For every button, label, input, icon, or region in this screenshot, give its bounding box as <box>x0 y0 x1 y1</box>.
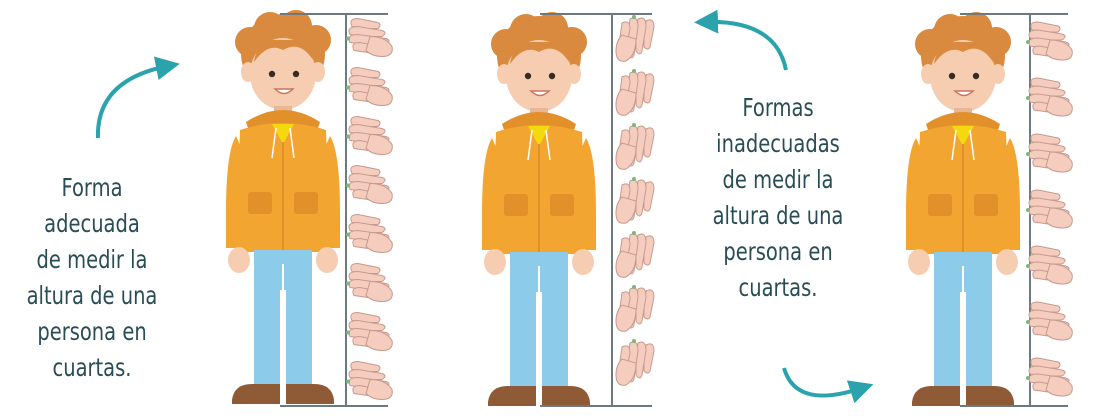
hand-span-icon <box>345 165 393 204</box>
hand-span-icon <box>1025 189 1073 229</box>
hand-span-icon <box>345 263 393 302</box>
caption-line: Forma <box>61 173 123 202</box>
hand-span-icon <box>1025 357 1073 397</box>
boy-figure-icon <box>225 9 341 405</box>
curved-arrow-icon <box>694 9 788 71</box>
hand-span-icon <box>345 116 393 155</box>
hand-span-icon <box>345 361 393 400</box>
correct-method-caption: Forma adecuada de medir la altura de una… <box>14 170 170 386</box>
hand-span-icon <box>615 176 655 224</box>
hand-span-icon <box>615 14 655 62</box>
boy-figure-icon <box>481 11 597 407</box>
measuring-ruler <box>280 13 388 407</box>
hand-span-icon <box>615 284 655 332</box>
caption-line: de medir la <box>722 165 834 194</box>
hand-span-icon <box>1025 245 1073 285</box>
incorrect-measurement-panel-middle <box>481 11 655 407</box>
hand-span-icon <box>1025 77 1073 117</box>
hand-span-icon <box>615 230 655 278</box>
hand-span-icon <box>1025 21 1073 61</box>
caption-line: altura de una <box>712 201 844 230</box>
hand-span-icon <box>345 214 393 253</box>
incorrect-measurement-panel-right <box>905 11 1073 407</box>
curved-arrow-icon <box>95 56 180 139</box>
caption-line: altura de una <box>26 281 158 310</box>
caption-line: cuartas. <box>52 353 132 382</box>
caption-line: adecuada <box>44 209 140 238</box>
hand-span-icon <box>615 122 655 170</box>
hand-span-column <box>345 18 393 400</box>
hand-span-icon <box>1025 133 1073 173</box>
boy-figure-icon <box>905 11 1021 407</box>
hand-span-icon <box>345 67 393 106</box>
curved-arrow-icon <box>782 367 874 404</box>
caption-line: persona en <box>723 237 833 266</box>
hand-span-icon <box>345 312 393 351</box>
hand-span-icon <box>1025 301 1073 341</box>
incorrect-method-caption: Formas inadecuadas de medir la altura de… <box>700 90 856 306</box>
measuring-ruler <box>540 13 652 407</box>
caption-line: Formas <box>742 93 814 122</box>
caption-line: de medir la <box>36 245 148 274</box>
caption-line: persona en <box>37 317 147 346</box>
caption-line: inadecuadas <box>716 129 840 158</box>
correct-measurement-panel <box>225 9 393 407</box>
hand-span-column <box>1025 21 1073 397</box>
hand-span-column <box>615 14 655 386</box>
hand-span-icon <box>615 68 655 116</box>
hand-span-icon <box>615 338 655 386</box>
hand-span-icon <box>345 18 393 57</box>
caption-line: cuartas. <box>738 273 818 302</box>
